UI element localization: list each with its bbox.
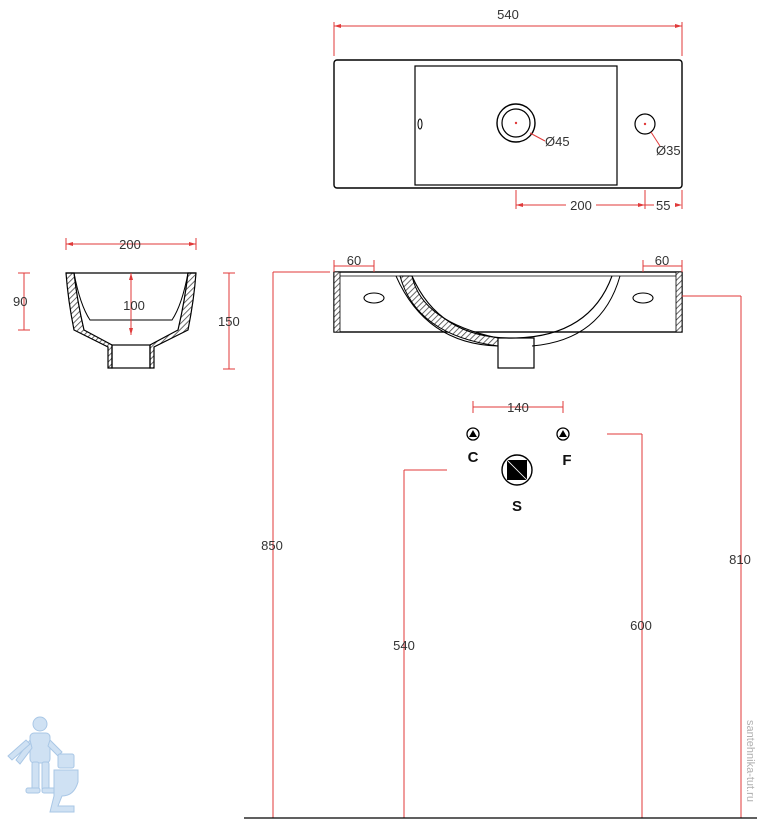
leader-drain-diameter — [529, 132, 546, 142]
dim-side-width — [65, 238, 197, 250]
front-waste-pipe — [497, 337, 535, 369]
connections: 140 C F S — [466, 400, 572, 515]
front-overflow-left — [363, 292, 385, 304]
drain-label: S — [512, 498, 522, 515]
overflow-slot — [417, 118, 423, 130]
dim-drain-height-label: 540 — [393, 638, 415, 653]
side-view: 200 90 100 150 — [13, 237, 240, 370]
front-view: 60 60 — [333, 253, 683, 369]
dim-side-inner — [129, 273, 133, 335]
basin-bowl-outline — [414, 65, 618, 186]
front-bowl-outer-right — [531, 275, 621, 347]
dim-side-depth — [18, 272, 30, 331]
dim-top-height-label: 850 — [261, 538, 283, 553]
leader-tap-diameter — [650, 131, 661, 147]
dim-supply-height-label: 600 — [630, 618, 652, 633]
top-view: 540 Ø45 Ø35 200 55 — [333, 7, 683, 213]
side-waste-pipe — [111, 344, 151, 369]
dim-overall-width — [333, 22, 683, 56]
square-circle-icon — [501, 454, 533, 486]
front-right-wall — [675, 271, 683, 333]
front-bowl-outer — [395, 275, 499, 347]
dim-drain-to-tap — [515, 190, 683, 209]
dim-side-height-label: 150 — [218, 314, 240, 329]
cold-supply-label: F — [562, 452, 571, 469]
dim-side-height — [223, 272, 235, 370]
dim-front-right-ledge-label: 60 — [655, 253, 669, 268]
tap-diameter-label: Ø35 — [656, 143, 681, 158]
bowl-drain-inner — [501, 108, 531, 138]
dim-side-width-label: 200 — [119, 237, 141, 252]
watermark-text: santehnika-tut.ru — [744, 720, 756, 802]
dim-overall-width-label: 540 — [497, 7, 519, 22]
dim-tap-to-edge-label: 55 — [656, 198, 670, 213]
dim-front-left-ledge-label: 60 — [347, 253, 361, 268]
triangle-circle-icon — [556, 427, 570, 441]
plumber-figure-icon — [7, 716, 79, 813]
hot-supply-label: C — [468, 449, 479, 466]
tap-hole-center — [643, 122, 647, 126]
front-tap-hole — [632, 292, 654, 304]
front-basin-outline — [333, 271, 683, 333]
bowl-drain-outer — [496, 103, 536, 143]
tap-hole — [634, 113, 656, 135]
dim-drain-to-tap-label: 200 — [570, 198, 592, 213]
dim-supply-spacing-label: 140 — [507, 400, 529, 415]
front-left-wall — [333, 271, 341, 333]
basin-top-outline — [333, 59, 683, 189]
dim-side-inner-label: 100 — [123, 298, 145, 313]
dim-front-ledges — [333, 260, 683, 272]
dim-side-depth-label: 90 — [13, 294, 27, 309]
triangle-circle-icon — [466, 427, 480, 441]
height-dimensions — [272, 271, 742, 818]
dim-rim-height-label: 810 — [729, 552, 751, 567]
drain-diameter-label: Ø45 — [545, 134, 570, 149]
bowl-drain-center — [514, 121, 518, 125]
